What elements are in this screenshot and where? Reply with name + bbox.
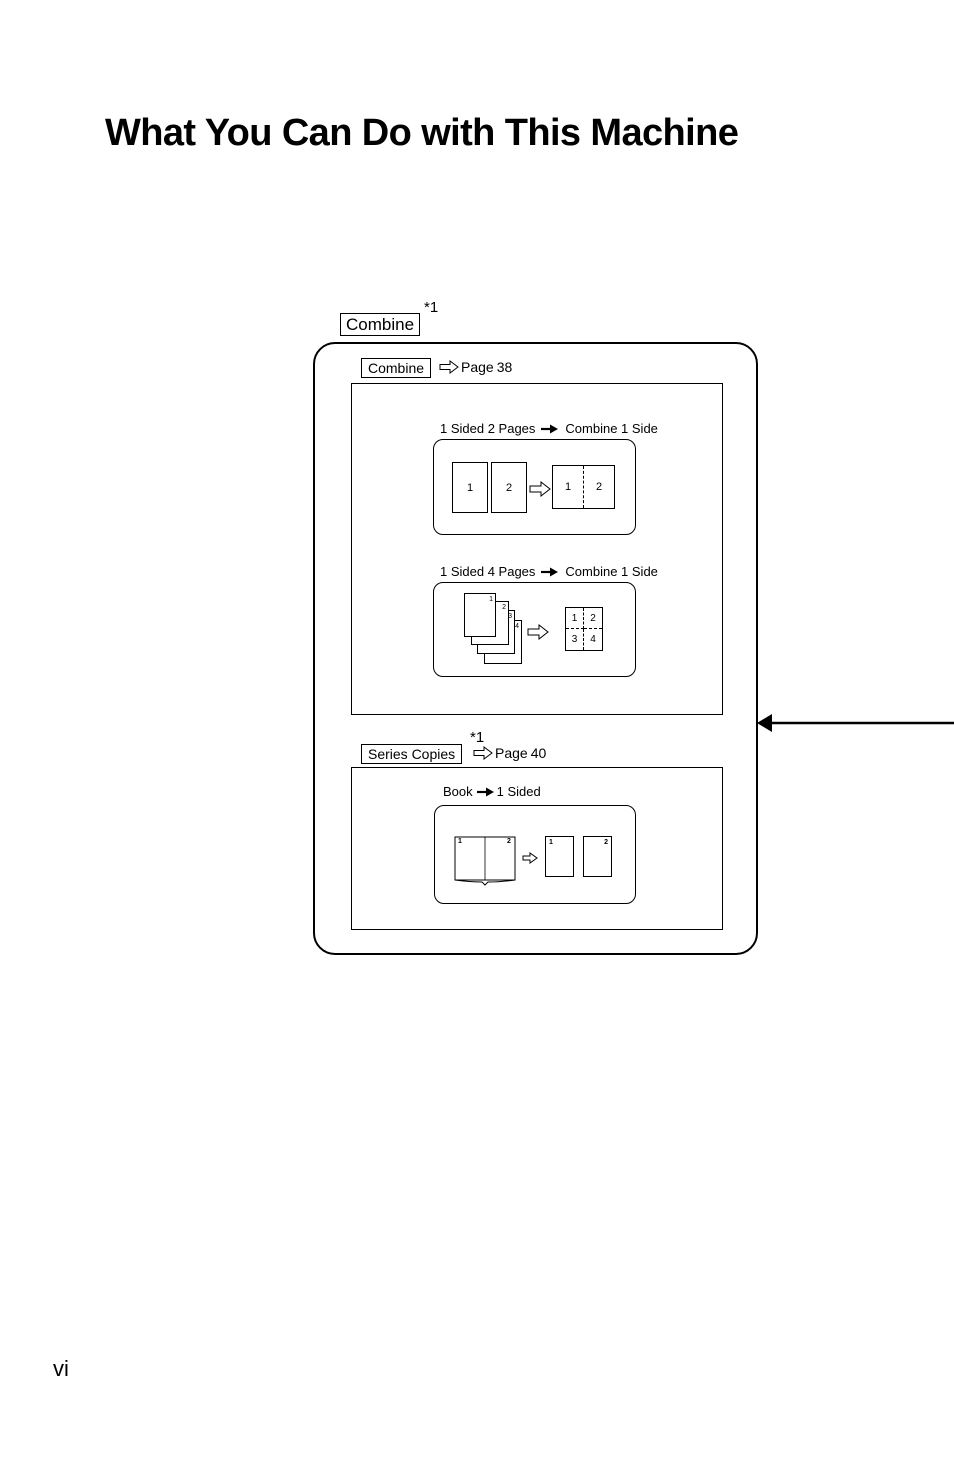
original-page: 2	[491, 462, 527, 513]
example-caption: 1 Sided 2 Pages Combine 1 Side	[440, 421, 658, 436]
conversion-arrow-icon	[529, 481, 551, 497]
combine-section-label: Combine	[361, 358, 432, 378]
page-number: vi	[53, 1356, 69, 1381]
page-title: What You Can Do with This Machine	[105, 112, 739, 154]
page-word: Page	[461, 359, 494, 375]
right-arrow-icon	[476, 787, 494, 796]
example-caption: 1 Sided 4 Pages Combine 1 Side	[440, 564, 658, 579]
copy-cell: 1	[553, 466, 584, 508]
copy-cell: 2	[584, 608, 602, 629]
series-copies-label: Series Copies	[361, 744, 463, 764]
copy-page: 1	[545, 836, 574, 877]
result-mode: Combine 1 Side	[565, 564, 658, 579]
book-page-number: 1	[458, 838, 462, 845]
right-arrow-icon	[541, 567, 559, 576]
copy-cell: 1	[566, 608, 584, 629]
source-mode: 1 Sided 2 Pages	[440, 421, 536, 436]
combined-copy: 1 2 3 4	[565, 607, 603, 651]
combine-page-reference: Page 38	[439, 359, 512, 375]
copy-cell: 3	[566, 629, 584, 650]
reference-arrow-icon	[473, 746, 493, 760]
open-book-icon	[454, 836, 516, 886]
result-mode: Combine 1 Side	[565, 421, 658, 436]
original-page: 1	[464, 593, 496, 637]
combined-copy: 1 2	[552, 465, 615, 509]
pointer-arrow-icon	[757, 714, 954, 732]
conversion-arrow-icon	[527, 624, 549, 640]
page-word: Page	[495, 745, 528, 761]
book-page-number: 2	[507, 838, 511, 845]
series-page-reference: Page 40	[473, 745, 546, 761]
copy-cell: 4	[590, 634, 596, 645]
copy-page: 2	[583, 836, 612, 877]
result-mode: 1 Sided	[496, 784, 541, 799]
reference-arrow-icon	[439, 360, 459, 374]
example-caption: Book 1 Sided	[443, 784, 541, 799]
page-reference-number: 38	[496, 359, 513, 375]
source-mode: Book	[443, 784, 473, 799]
conversion-arrow-icon	[522, 852, 538, 864]
footnote-marker: *1	[470, 729, 485, 746]
right-arrow-icon	[541, 424, 559, 433]
feature-frame	[313, 342, 758, 955]
combine-feature-label: Combine	[340, 313, 421, 336]
page-reference-number: 40	[530, 745, 547, 761]
original-page: 1	[452, 462, 488, 513]
copy-cell: 2	[595, 481, 603, 493]
footnote-marker: *1	[424, 299, 439, 316]
source-mode: 1 Sided 4 Pages	[440, 564, 536, 579]
